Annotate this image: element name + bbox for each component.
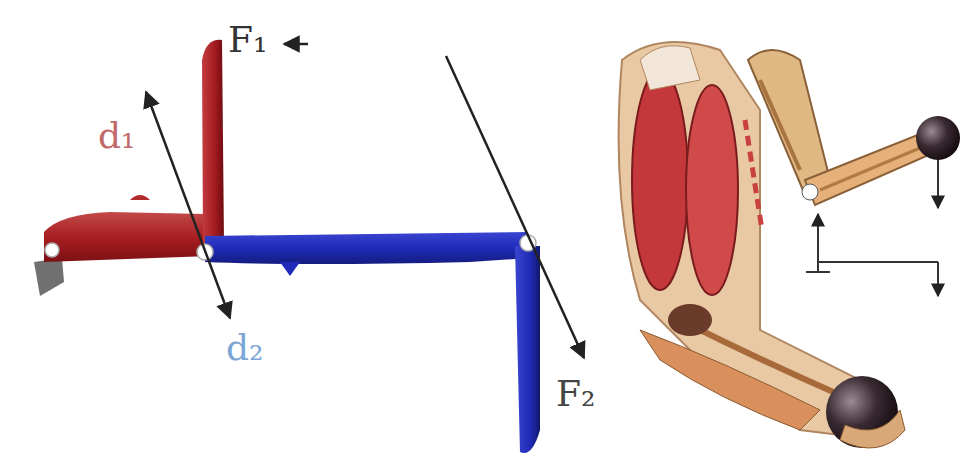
distance-label: d₂ [226,330,263,366]
force-label: F₁ [228,22,267,58]
load-bar [515,246,540,453]
upper-arm-bar [44,212,210,262]
base-shadow [34,258,64,296]
force-label: F₂ [556,376,595,412]
joint-pivot [45,243,59,257]
arm-anatomy [619,42,905,448]
arm-sketch [748,50,960,296]
force-arrow [446,56,584,358]
forearm-bar [205,232,530,264]
bar-bump [280,262,300,276]
lever-arm-arrow [146,92,230,318]
distance-label: d₁ [98,118,135,154]
muscle-bar [202,40,224,244]
force-direction-arrow [284,43,308,46]
bar-bump [130,195,150,200]
